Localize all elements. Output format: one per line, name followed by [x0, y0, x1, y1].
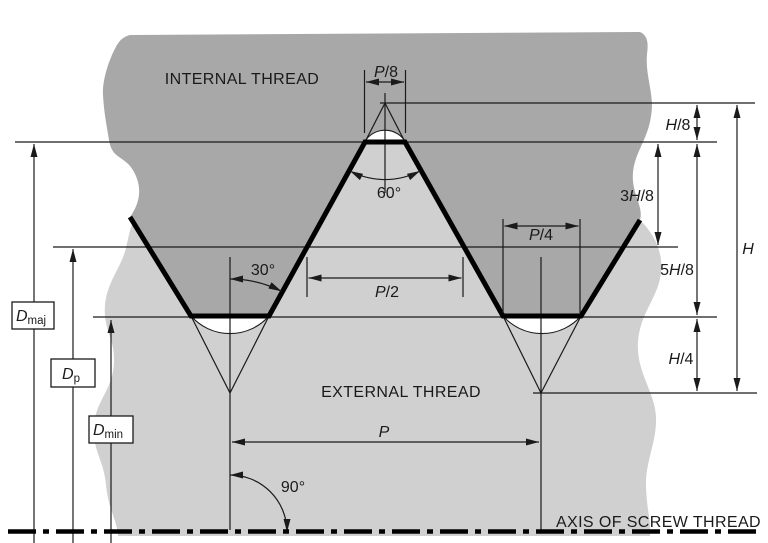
angle-60-label: 60°	[377, 185, 401, 202]
left-root-v-right-line	[229, 315, 270, 394]
right-root-v-left-line	[502, 315, 542, 394]
angle-90-label: 90°	[281, 479, 305, 496]
p2-dimension: P/2	[306, 257, 464, 301]
dp-label: Dp	[62, 366, 80, 385]
angle-90-annotation: 90°	[229, 471, 305, 533]
left-root-v-left-line	[190, 315, 231, 394]
h8-label: H/8	[666, 117, 691, 134]
right-root-clearance-arc	[501, 315, 583, 335]
theoretical-profile-lines	[190, 102, 582, 394]
dmaj-label-box	[11, 301, 55, 330]
p-label: P	[379, 424, 390, 441]
angle-30-arc	[229, 275, 282, 292]
dp-label-box	[50, 358, 96, 388]
h58-label: 5H/8	[660, 262, 694, 279]
crest-v-left-line	[364, 102, 386, 143]
angle-30-annotation: 30°	[229, 262, 282, 292]
angle-90-arc	[229, 471, 291, 533]
h-label: H	[742, 241, 754, 258]
dmaj-label: Dmaj	[16, 308, 46, 327]
external-thread-label: EXTERNAL THREAD	[321, 384, 481, 401]
thread-profile-line	[127, 139, 643, 319]
h4-label: H/4	[669, 351, 694, 368]
p8-label: P/8	[374, 64, 398, 81]
axis-label: AXIS OF SCREW THREAD	[556, 514, 761, 531]
p4-dimension: P/4	[502, 219, 581, 313]
p4-label: P/4	[529, 227, 553, 244]
angle-60-arc	[349, 170, 421, 181]
h-dimensions: H/8 3H/8 5H/8 H/4 H	[620, 105, 754, 391]
h38-label: 3H/8	[620, 188, 654, 205]
right-root-v-right-line	[540, 315, 582, 394]
internal-thread-label: INTERNAL THREAD	[165, 71, 319, 88]
external-thread-region	[93, 142, 662, 536]
p2-label: P/2	[375, 284, 399, 301]
dmin-label-box	[88, 415, 134, 444]
p8-dimension: P/8	[363, 64, 407, 133]
crest-v-right-line	[384, 102, 406, 143]
angle-60-annotation: 60°	[349, 170, 421, 202]
dmin-label: Dmin	[93, 422, 123, 441]
p-dimension: P	[232, 424, 539, 446]
diameter-dimensions: Dmaj Dp Dmin	[11, 144, 134, 543]
angle-30-label: 30°	[251, 262, 275, 279]
